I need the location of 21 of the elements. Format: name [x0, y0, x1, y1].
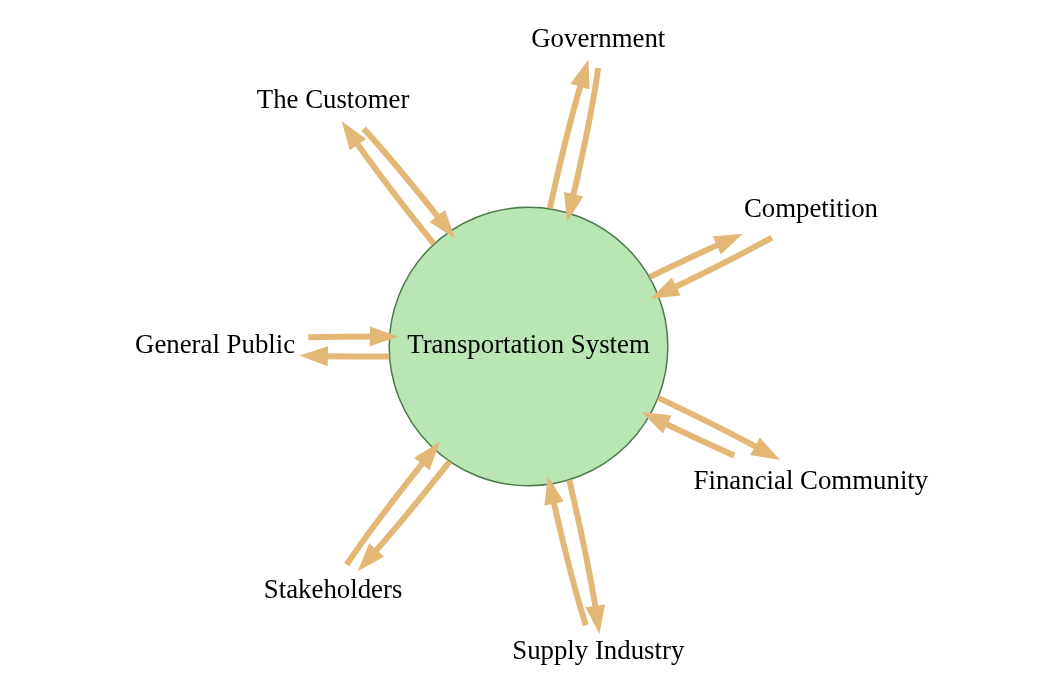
arrow [641, 412, 736, 459]
node-text: Government [531, 23, 666, 54]
arrow [563, 67, 602, 222]
arrow [308, 326, 399, 347]
arrow [344, 441, 440, 567]
arrow [650, 234, 774, 299]
node-text: The Customer [256, 84, 410, 115]
node-text: Supply Industry [512, 634, 685, 665]
arrow [357, 459, 452, 572]
node-text: Stakeholders [263, 574, 403, 605]
arrow [341, 121, 437, 246]
arrow [566, 479, 606, 634]
arrow [546, 59, 590, 210]
arrow [299, 346, 390, 367]
arrow [648, 233, 743, 280]
node-text: General Public [135, 329, 296, 360]
node-text: Financial Community [693, 465, 929, 496]
node-text: Competition [743, 193, 878, 224]
arrow [361, 126, 455, 239]
arrow [657, 395, 780, 460]
arrow [544, 475, 589, 627]
